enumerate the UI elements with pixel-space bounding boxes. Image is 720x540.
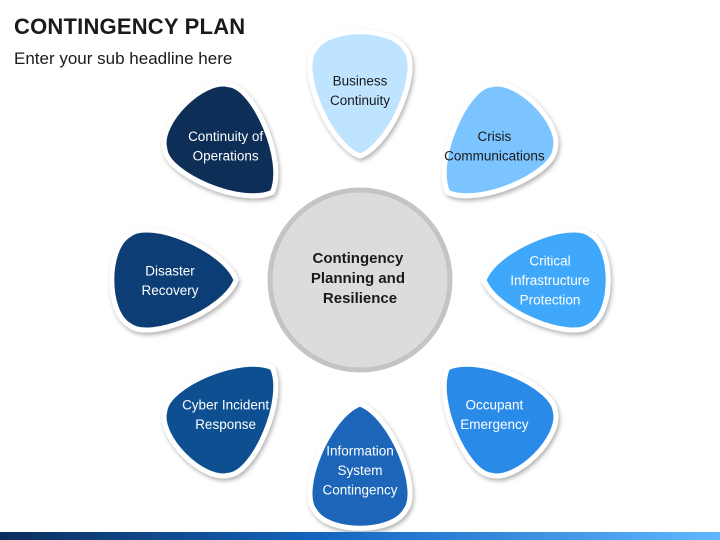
page-subtitle: Enter your sub headline here bbox=[14, 49, 233, 68]
petal-label-line: Occupant bbox=[466, 398, 524, 413]
petal-shape-2 bbox=[441, 81, 559, 199]
petal-shape-8 bbox=[161, 81, 279, 199]
petal-shape-5 bbox=[307, 401, 413, 531]
petal-8: Continuity of Operations bbox=[161, 81, 279, 199]
petal-label-line: Communications bbox=[444, 148, 545, 163]
petal-shape-7 bbox=[109, 227, 239, 333]
petal-label-line: Crisis bbox=[478, 129, 512, 144]
petal-label-line: Operations bbox=[193, 148, 259, 163]
petal-label-line: Continuity bbox=[330, 93, 390, 108]
petal-label-line: Business bbox=[333, 73, 388, 88]
center-label-line-3: Resilience bbox=[323, 290, 397, 307]
petal-label-line: Response bbox=[195, 417, 256, 432]
petal-label-line: Information bbox=[326, 444, 394, 459]
petal-label-line: Protection bbox=[520, 293, 581, 308]
center-label: Contingency Planning and Resilience bbox=[311, 250, 409, 307]
footer-accent-bar bbox=[0, 532, 720, 540]
center-label-line-1: Contingency bbox=[312, 250, 403, 267]
petal-label-line: Critical bbox=[529, 254, 570, 269]
center-label-line-2: Planning and bbox=[311, 270, 405, 287]
center-hub bbox=[267, 187, 453, 373]
petal-label-line: Infrastructure bbox=[510, 273, 590, 288]
petal-label-line: Continuity of bbox=[188, 129, 263, 144]
petal-label-line: Disaster bbox=[145, 263, 195, 278]
petal-label-line: Cyber Incident bbox=[182, 398, 269, 413]
petal-shape-6 bbox=[161, 361, 279, 479]
petal-label-line: Contingency bbox=[322, 483, 397, 498]
petal-label-line: Emergency bbox=[460, 417, 529, 432]
petal-label-line: System bbox=[337, 463, 382, 478]
petal-label-8: Continuity of Operations bbox=[188, 129, 263, 164]
petal-shape-3 bbox=[481, 227, 611, 333]
petal-label-line: Recovery bbox=[141, 283, 198, 298]
page-title: CONTINGENCY PLAN bbox=[14, 14, 246, 39]
petal-shape-4 bbox=[441, 361, 559, 479]
petal-shape-1 bbox=[307, 29, 413, 159]
